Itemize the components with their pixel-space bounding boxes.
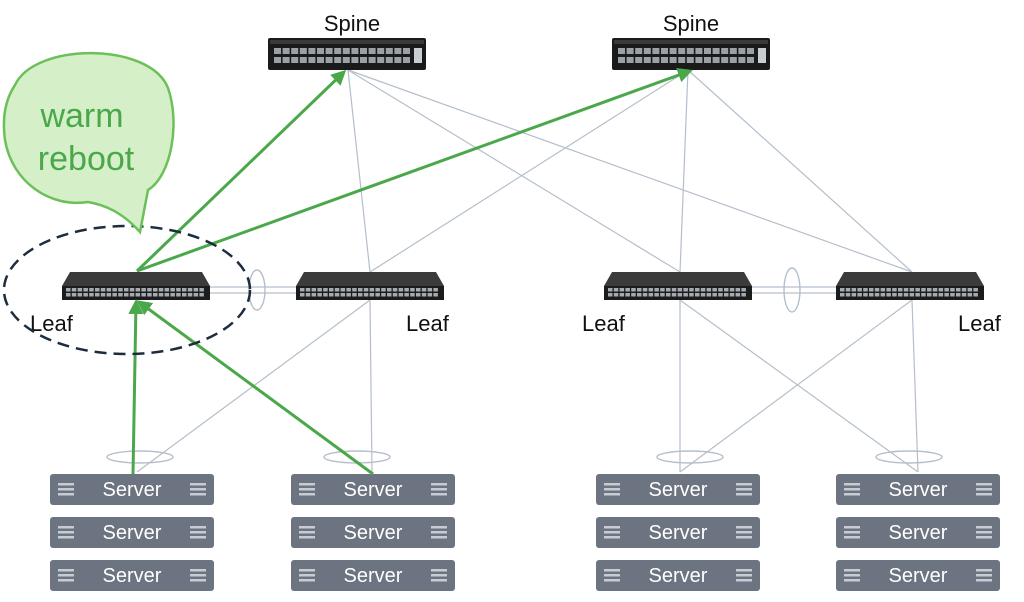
spine-switch-right <box>612 38 770 70</box>
highlight-arrows <box>128 68 693 476</box>
leaf-label-4: Leaf <box>958 311 1002 336</box>
server-label: Server <box>649 479 708 501</box>
server-label: Server <box>103 522 162 544</box>
server-label: Server <box>889 522 948 544</box>
server-label: Server <box>344 522 403 544</box>
leaf-switch-3 <box>604 272 752 300</box>
spine-label-left: Spine <box>324 11 380 36</box>
bundle-ellipses <box>106 267 943 464</box>
callout-text-line-2: reboot <box>38 140 135 178</box>
server-label: Server <box>103 479 162 501</box>
server-label: Server <box>889 565 948 587</box>
reboot-highlight-circle <box>2 224 252 356</box>
server-label: Server <box>103 565 162 587</box>
warm-reboot-callout: warm reboot <box>2 51 175 235</box>
server-label: Server <box>649 565 708 587</box>
leaf-switch-4 <box>836 272 984 300</box>
spine-switch-left <box>268 38 426 70</box>
callout-text-line-1: warm <box>39 97 123 135</box>
leaf-switch-1 <box>62 272 210 300</box>
leaf-label-1: Leaf <box>30 311 74 336</box>
links <box>136 69 919 473</box>
leaf-label-3: Leaf <box>582 311 626 336</box>
server-label: Server <box>649 522 708 544</box>
server-label: Server <box>344 565 403 587</box>
spine-label-right: Spine <box>663 11 719 36</box>
server-label: Server <box>344 479 403 501</box>
leaf-label-2: Leaf <box>406 311 450 336</box>
leaf-switch-2 <box>296 272 444 300</box>
server-label: Server <box>889 479 948 501</box>
